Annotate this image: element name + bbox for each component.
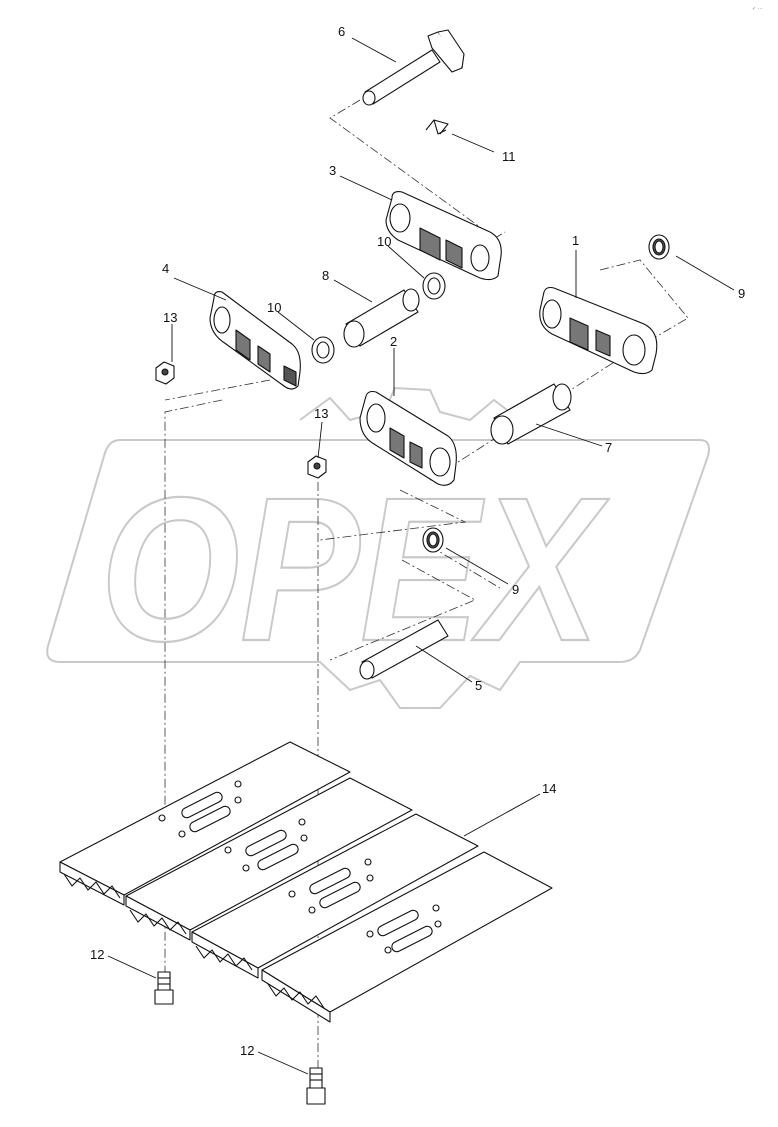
callout-11: 11 [502, 149, 516, 164]
bushing-part-7 [490, 383, 572, 445]
callout-12-bottom: 12 [240, 1043, 254, 1058]
spacer-part-10-lower [311, 336, 335, 364]
callout-8: 8 [322, 268, 329, 283]
callout-12-left: 12 [90, 947, 104, 962]
link-part-2 [359, 390, 457, 486]
corner-mark: ✓ ··· [752, 6, 763, 12]
opex-watermark: OPEX [46, 386, 710, 709]
callout-7: 7 [605, 440, 612, 455]
callout-3: 3 [329, 163, 336, 178]
spacer-part-10-upper [422, 272, 446, 300]
nut-part-13-left [155, 361, 175, 385]
bolt-part-12-left [154, 971, 174, 1005]
bushing-part-8 [343, 288, 420, 348]
callout-9-lower: 9 [512, 582, 519, 597]
link-part-4 [209, 291, 301, 390]
callout-10-lower: 10 [267, 300, 281, 315]
callout-9-right: 9 [738, 286, 745, 301]
callout-2: 2 [390, 334, 397, 349]
link-part-1 [539, 286, 658, 375]
track-shoes-part-14 [59, 741, 553, 1023]
bolt-part-12-bottom [306, 1067, 326, 1105]
watermark-text: OPEX [100, 455, 609, 684]
callout-10-upper: 10 [377, 234, 391, 249]
seal-part-9-right [648, 234, 670, 260]
nut-part-13-center [307, 455, 327, 479]
callout-5: 5 [475, 678, 482, 693]
callout-13-left: 13 [163, 310, 177, 325]
callout-13-center: 13 [314, 406, 328, 421]
leader-lines [107, 37, 735, 1075]
master-pin-part-6 [362, 29, 465, 106]
callout-14: 14 [542, 781, 556, 796]
callout-1: 1 [572, 233, 579, 248]
callout-6: 6 [338, 24, 345, 39]
clip-part-11 [425, 119, 449, 135]
callout-4: 4 [162, 261, 169, 276]
link-part-3 [385, 191, 502, 281]
callout-labels: 6 11 3 10 1 9 8 4 10 13 2 7 13 9 5 14 12… [90, 24, 745, 1058]
seal-part-9-lower [422, 527, 444, 553]
pin-part-5 [359, 619, 449, 680]
